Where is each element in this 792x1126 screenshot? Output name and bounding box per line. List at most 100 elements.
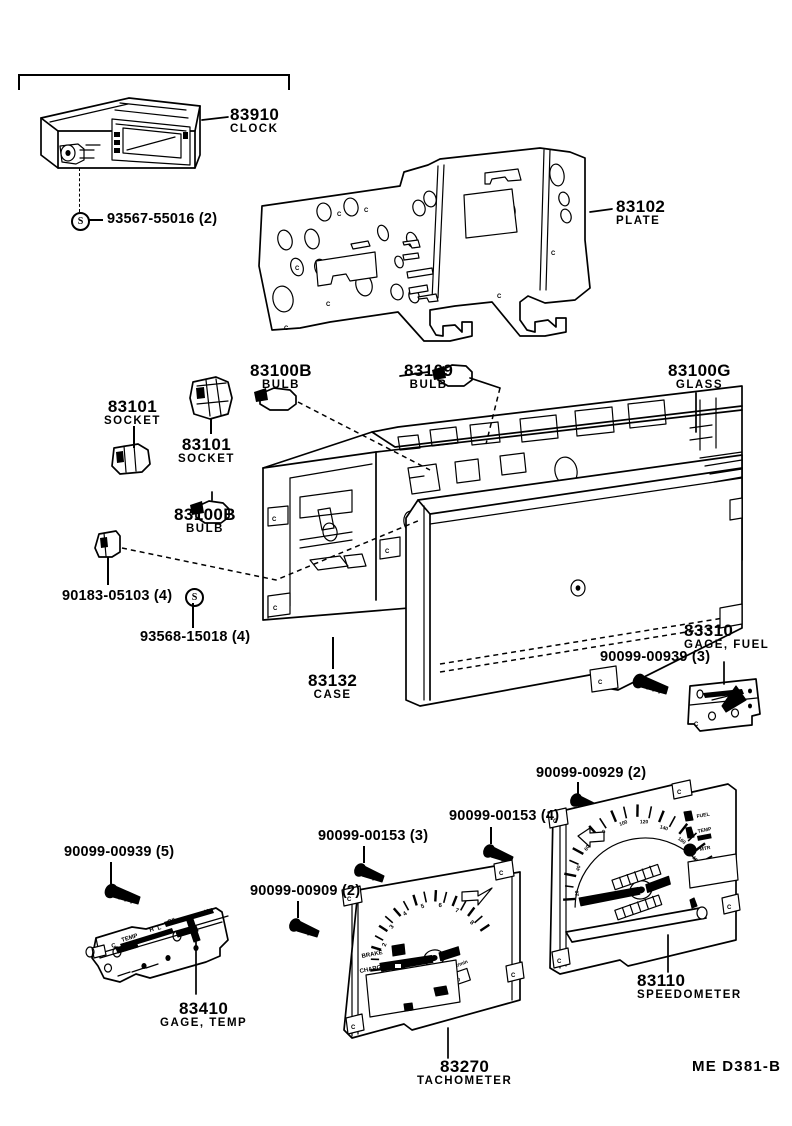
svg-text:C: C xyxy=(351,1025,356,1031)
screw-90099-00939-3 xyxy=(632,673,669,695)
svg-text:C: C xyxy=(557,959,562,965)
svg-text:20: 20 xyxy=(574,890,580,896)
label-speedometer: 83110 SPEEDOMETER xyxy=(637,972,742,1002)
svg-text:6: 6 xyxy=(438,903,442,909)
label-socket-left-number: 83101 xyxy=(107,397,158,416)
label-speedometer-number: 83110 xyxy=(637,971,686,990)
label-case: 83132 CASE xyxy=(308,672,357,702)
svg-text:4: 4 xyxy=(402,911,409,918)
label-case-name: CASE xyxy=(313,689,352,701)
hw-90099-929-2-label: 90099-00929 (2) xyxy=(536,765,647,781)
svg-text:3: 3 xyxy=(389,923,396,930)
label-bulb-lower-name: BULB xyxy=(186,523,224,535)
socket-mid-leader xyxy=(210,419,212,434)
svg-text:C: C xyxy=(326,302,331,308)
label-clock-number: 83910 xyxy=(230,105,280,124)
hw-90099-929-2-leader xyxy=(577,782,579,794)
svg-text:C: C xyxy=(284,326,289,332)
label-gage-fuel: 83310 GAGE, FUEL xyxy=(684,622,769,652)
svg-text:C: C xyxy=(694,722,699,728)
svg-text:C: C xyxy=(677,790,682,796)
label-plate: 83102 PLATE xyxy=(616,198,665,228)
label-bulb-83100b-upper: 83100B BULB xyxy=(250,362,312,392)
svg-text:C: C xyxy=(598,680,603,686)
washer-symbol-93567: S xyxy=(71,212,90,231)
label-socket-left: 83101 SOCKET xyxy=(104,398,161,428)
hw-90099-909-2-leader xyxy=(297,901,299,918)
svg-text:140: 140 xyxy=(659,824,669,832)
svg-text:C: C xyxy=(364,208,369,214)
hw-90099-153-4-leader xyxy=(490,827,492,844)
svg-text:C: C xyxy=(499,871,504,877)
hw-93568-label: 93568-15018 (4) xyxy=(140,629,251,645)
svg-text:2: 2 xyxy=(382,942,389,948)
svg-text:OIL: OIL xyxy=(167,917,179,926)
screw-90099-00153-3 xyxy=(354,863,385,883)
drawing-code: ME D381-B xyxy=(692,1058,782,1075)
label-plate-number: 83102 xyxy=(616,197,666,216)
svg-text:C: C xyxy=(272,517,277,523)
hw-90099-939-3-label: 90099-00939 (3) xyxy=(600,649,711,665)
svg-text:C: C xyxy=(295,266,300,272)
svg-text:120: 120 xyxy=(640,819,649,825)
label-speedometer-name: SPEEDOMETER xyxy=(637,989,742,1001)
label-bulb-lower-number: 83100B xyxy=(174,505,236,524)
label-bulb-83100b-lower: 83100B BULB xyxy=(174,506,236,536)
hw-90099-153-3-leader xyxy=(363,846,365,863)
screw-90099-00939-5 xyxy=(104,883,141,905)
label-bulb-83109-number: 83109 xyxy=(404,361,454,380)
svg-text:C: C xyxy=(111,943,118,950)
hw-93568-leader xyxy=(192,603,194,628)
svg-text:C: C xyxy=(273,606,278,612)
clock-washer-leader xyxy=(79,168,80,212)
svg-text:BRAKE: BRAKE xyxy=(361,950,383,960)
svg-text:7: 7 xyxy=(454,908,460,915)
label-case-number: 83132 xyxy=(308,671,358,690)
label-clock-name: CLOCK xyxy=(230,123,279,135)
label-gage-fuel-number: 83310 xyxy=(684,621,734,640)
label-tachometer-name: TACHOMETER xyxy=(417,1075,513,1087)
label-socket-left-name: SOCKET xyxy=(104,415,161,427)
svg-text:160: 160 xyxy=(676,836,686,846)
hw-90099-909-2-label: 90099-00909 (2) xyxy=(250,883,361,899)
svg-text:MTR: MTR xyxy=(699,845,711,853)
hw-90183-leader xyxy=(107,557,109,585)
svg-text:8: 8 xyxy=(468,920,475,927)
svg-text:60: 60 xyxy=(583,844,591,852)
hw-93567-label: 93567-55016 (2) xyxy=(107,211,218,227)
svg-text:C: C xyxy=(727,905,732,911)
label-bulb-upper-name: BULB xyxy=(262,379,300,391)
svg-text:H: H xyxy=(204,909,210,916)
label-glass: 83100G GLASS xyxy=(668,362,731,392)
label-tachometer-number: 83270 xyxy=(440,1057,490,1076)
hw-90099-939-5-leader xyxy=(110,862,112,884)
label-gage-temp-name: GAGE, TEMP xyxy=(160,1017,248,1029)
washer-symbol-93568: S xyxy=(185,588,204,607)
svg-text:C: C xyxy=(497,294,502,300)
hw-90183-label: 90183-05103 (4) xyxy=(62,588,173,604)
svg-text:40: 40 xyxy=(575,865,582,872)
label-socket-mid-number: 83101 xyxy=(181,435,232,454)
clock-group-bracket xyxy=(18,74,290,90)
label-bulb-83109: 83109 BULB xyxy=(404,362,453,392)
svg-text:L: L xyxy=(157,925,163,932)
label-gage-fuel-name: GAGE, FUEL xyxy=(684,639,770,651)
hw-93567-leader xyxy=(89,219,103,221)
svg-text:H: H xyxy=(149,927,155,934)
label-bulb-upper-number: 83100B xyxy=(250,361,312,380)
svg-text:C: C xyxy=(347,897,352,903)
svg-text:5: 5 xyxy=(420,903,426,910)
socket-left-leader xyxy=(133,426,135,448)
svg-text:C: C xyxy=(337,212,342,218)
svg-text:C: C xyxy=(551,251,556,257)
svg-text:C: C xyxy=(553,819,558,825)
label-socket-mid: 83101 SOCKET xyxy=(178,436,235,466)
svg-text:C: C xyxy=(511,973,516,979)
